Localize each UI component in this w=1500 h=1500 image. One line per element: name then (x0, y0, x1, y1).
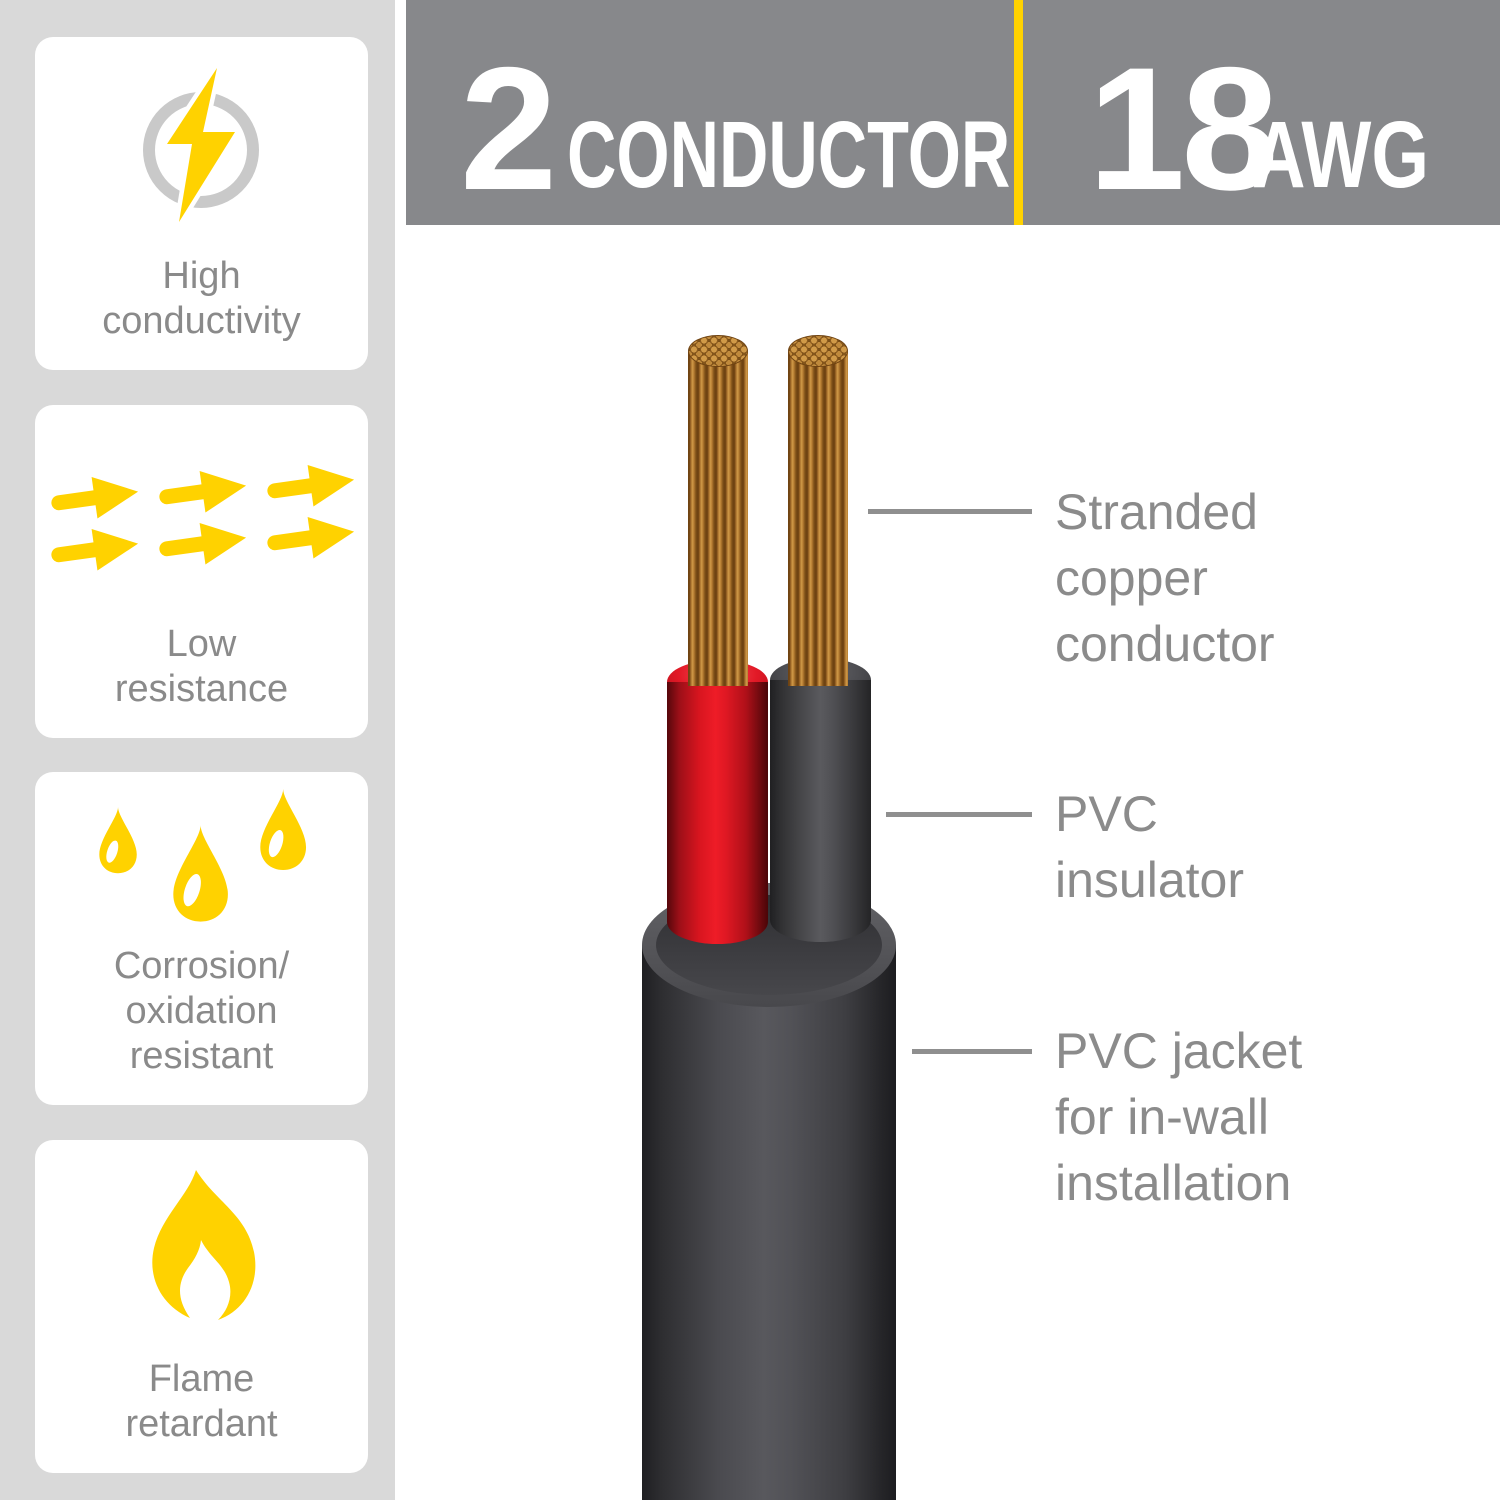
callout-line-insulator (886, 812, 1032, 817)
lightning-bolt-icon (35, 37, 368, 254)
feature-card-flame-retardant: Flame retardant (35, 1140, 368, 1473)
conductor-unit: CONDUCTOR (567, 102, 1011, 208)
feature-card-low-resistance: Low resistance (35, 405, 368, 738)
red-insulator-top (667, 660, 768, 704)
conductor-count: 2 (460, 32, 557, 227)
feature-card-high-conductivity: High conductivity (35, 37, 368, 370)
banner-divider (1014, 0, 1023, 225)
spec-banner: 2 CONDUCTOR 18 AWG (406, 0, 1500, 225)
red-insulator (667, 682, 768, 944)
callout-label-jacket: PVC jacket for in-wall installation (1055, 1023, 1303, 1211)
copper-strands-left-tip (688, 335, 748, 367)
cable-jacket-body (642, 945, 896, 1500)
feature-label: High conductivity (102, 255, 301, 342)
feature-label: Corrosion/ oxidation resistant (113, 945, 290, 1077)
black-insulator-top (770, 658, 871, 702)
cable-jacket-rim (642, 883, 896, 1007)
arrows-right-icon (35, 405, 368, 622)
callout-line-copper (868, 509, 1032, 514)
copper-strands-right-tip (788, 335, 848, 367)
callout-line-jacket (912, 1049, 1032, 1054)
black-insulator (770, 680, 871, 942)
gauge-unit: AWG (1252, 102, 1430, 208)
cable-jacket-rim-inner (656, 895, 882, 995)
callout-label-copper: Stranded copper conductor (1055, 484, 1275, 672)
gauge-value: 18 (1088, 32, 1279, 227)
feature-card-corrosion-resistant: Corrosion/ oxidation resistant (35, 772, 368, 1105)
flame-icon (35, 1140, 368, 1357)
feature-label: Flame retardant (125, 1358, 278, 1445)
copper-strands-left (688, 352, 748, 686)
feature-sidebar: High conductivity (0, 0, 395, 1500)
copper-strands-right (788, 352, 848, 686)
feature-label: Low resistance (114, 623, 289, 710)
callout-label-insulator: PVC insulator (1055, 786, 1244, 908)
water-drops-icon (35, 772, 368, 944)
